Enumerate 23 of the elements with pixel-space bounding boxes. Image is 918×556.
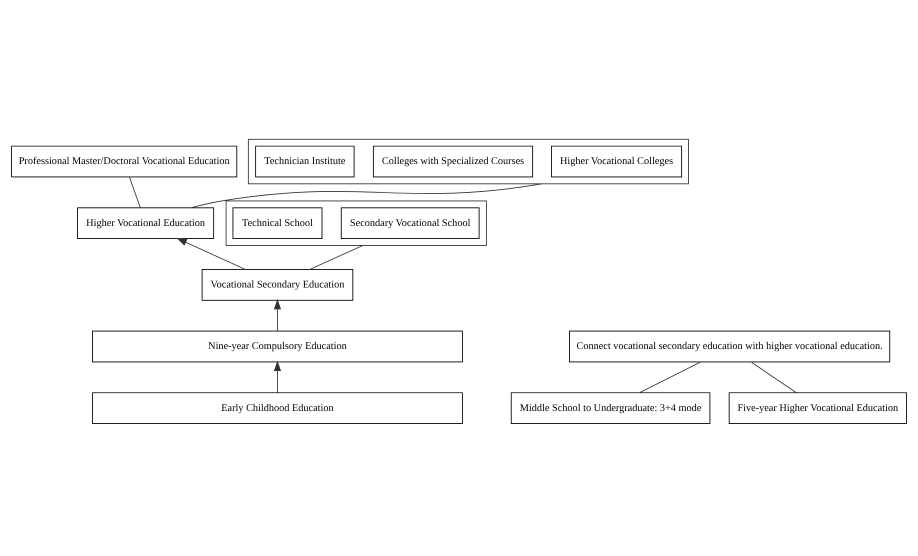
arrow	[176, 238, 246, 270]
node-box: Nine-year Compulsory Education	[92, 330, 463, 362]
node-box: Higher Vocational Education	[77, 207, 214, 240]
node-box: Colleges with Specialized Courses	[372, 146, 534, 178]
arrow	[274, 299, 282, 332]
connector	[128, 176, 141, 208]
cluster	[226, 200, 487, 246]
cluster	[248, 138, 689, 184]
node-box: Technical School	[232, 207, 322, 240]
node-box: Five-year Higher Vocational Education	[728, 392, 907, 424]
connector	[190, 183, 542, 208]
node-box: Secondary Vocational School	[340, 207, 480, 240]
connector	[639, 362, 701, 394]
node-box: Middle School to Undergraduate: 3+4 mode	[510, 392, 710, 424]
node-box: Professional Master/Doctoral Vocational Education	[11, 146, 238, 178]
node-box: Vocational Secondary Education	[202, 269, 354, 301]
node-box: Connect vocational secondary education with higher vocational education.	[569, 330, 890, 362]
node-box: Technician Institute	[255, 146, 355, 178]
connector	[750, 362, 797, 394]
connector	[310, 245, 364, 270]
arrow	[274, 360, 282, 393]
node-box: Higher Vocational Colleges	[551, 146, 682, 178]
node-box: Early Childhood Education	[92, 392, 463, 424]
